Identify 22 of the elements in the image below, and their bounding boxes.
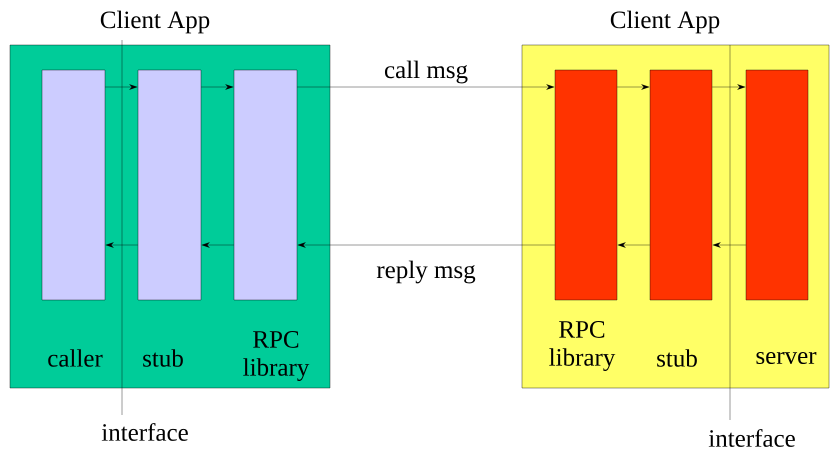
layer-label: stub: [657, 349, 697, 367]
panel-heading: Client App: [100, 10, 210, 34]
arrow: [618, 242, 650, 248]
layer-label: RPC library: [549, 321, 616, 371]
arrow: [297, 84, 554, 90]
layer-label: stub: [143, 349, 183, 367]
arrow: [202, 242, 234, 248]
edge-label: call msg: [384, 60, 468, 84]
arrow: [617, 84, 650, 90]
arrow: [201, 84, 234, 90]
interface-label: interface: [708, 429, 795, 447]
panel-heading: Client App: [610, 10, 720, 34]
layer-label: caller: [48, 349, 103, 367]
edge-label: reply msg: [376, 260, 476, 284]
arrow: [712, 84, 746, 90]
interface-label: interface: [102, 423, 188, 441]
layer-label: server: [756, 352, 816, 364]
arrow: [298, 242, 555, 248]
layer-label: RPC library: [243, 331, 310, 381]
arrow: [712, 242, 746, 248]
arrow: [105, 84, 138, 90]
arrow: [106, 242, 138, 248]
